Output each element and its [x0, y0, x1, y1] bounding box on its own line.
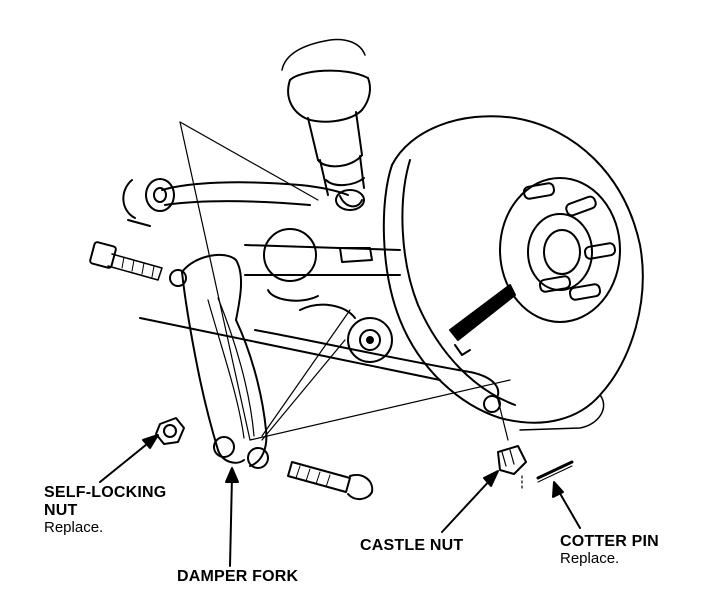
self-locking-nut-title-line2: NUT: [44, 501, 78, 519]
alignment-lines: [179, 121, 511, 441]
upper-control-arm: [122, 178, 349, 227]
fork-upper-bolt: [89, 241, 187, 287]
cotter-pin-label: COTTER PIN Replace.: [560, 533, 659, 568]
fork-lower-bolt: [287, 461, 374, 500]
drive-axle: [244, 228, 401, 302]
self-locking-nut-note: Replace.: [44, 518, 104, 536]
damper-strut: [281, 38, 371, 211]
self-locking-nut-part: [155, 417, 185, 445]
self-locking-nut-title-line1: SELF-LOCKING: [44, 484, 167, 501]
castle-nut-part: [483, 395, 527, 475]
cotter-pin-title: COTTER PIN: [560, 533, 659, 550]
self-locking-nut-label: SELF-LOCKING NUT Replace.: [44, 484, 166, 537]
damper-fork: [181, 253, 269, 469]
cotter-pin-part: [521, 460, 574, 491]
damper-fork-title: DAMPER FORK: [177, 568, 299, 585]
castle-nut-title: CASTLE NUT: [360, 537, 464, 554]
castle-nut-label: CASTLE NUT: [360, 537, 463, 555]
brake-disc-hub: [382, 115, 644, 431]
damper-fork-label: DAMPER FORK: [177, 568, 298, 586]
cotter-pin-note: Replace.: [560, 549, 620, 567]
leader-arrows: [99, 434, 581, 567]
